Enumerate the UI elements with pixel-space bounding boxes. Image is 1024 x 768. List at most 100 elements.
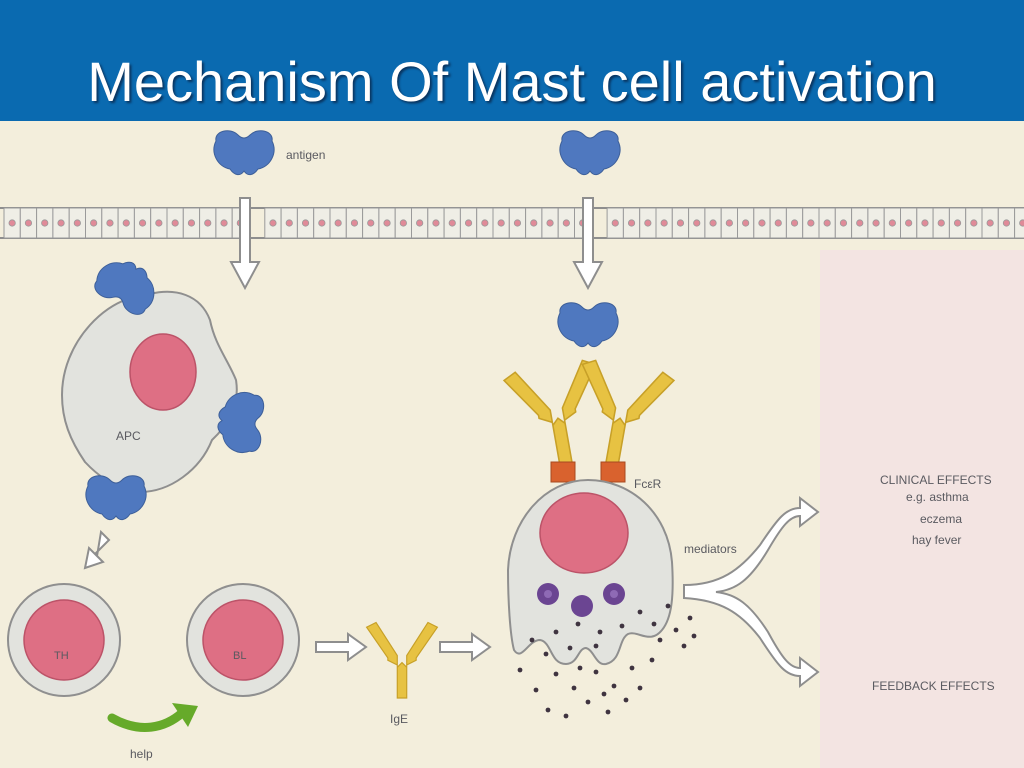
epithelial-nucleus bbox=[986, 219, 994, 227]
th-nucleus bbox=[23, 599, 105, 681]
granule bbox=[571, 595, 593, 617]
epithelial-nucleus bbox=[937, 219, 945, 227]
epithelial-nucleus bbox=[888, 219, 896, 227]
clinical-example: hay fever bbox=[912, 533, 961, 547]
mediator-particle bbox=[567, 645, 573, 651]
b-nucleus bbox=[202, 599, 284, 681]
epithelial-nucleus bbox=[367, 219, 375, 227]
epithelial-nucleus bbox=[122, 219, 130, 227]
epithelial-nucleus bbox=[318, 219, 326, 227]
mediator-particle bbox=[553, 629, 559, 635]
epithelial-nucleus bbox=[285, 219, 293, 227]
effects-panel bbox=[820, 250, 1024, 768]
mediator-particle bbox=[577, 665, 583, 671]
fc-receptor-left bbox=[550, 461, 576, 483]
title-bar bbox=[0, 0, 1024, 121]
mediator-particle bbox=[637, 609, 643, 615]
mediator-particle bbox=[543, 651, 549, 657]
th-label: TH bbox=[54, 650, 69, 662]
epithelial-nucleus bbox=[1002, 219, 1011, 227]
epithelial-nucleus bbox=[709, 219, 717, 227]
epithelial-nucleus bbox=[774, 219, 782, 227]
epithelial-nucleus bbox=[432, 219, 440, 227]
clinical-example: e.g. asthma bbox=[906, 490, 969, 504]
mediators-label: mediators bbox=[684, 542, 737, 556]
apc-nucleus bbox=[129, 333, 197, 411]
epithelial-nucleus bbox=[481, 219, 489, 227]
epithelial-nucleus bbox=[334, 219, 342, 227]
mediator-particle bbox=[593, 669, 599, 675]
mediator-particle bbox=[687, 615, 693, 621]
epithelial-nucleus bbox=[660, 219, 668, 227]
epithelial-nucleus bbox=[464, 219, 473, 227]
epithelial-nucleus bbox=[383, 219, 391, 227]
granule bbox=[544, 590, 552, 598]
mediator-particle bbox=[563, 713, 569, 719]
apc-label: APC bbox=[116, 429, 141, 443]
epithelial-nucleus bbox=[269, 219, 277, 227]
mediator-particle bbox=[637, 685, 643, 691]
epithelial-nucleus bbox=[758, 219, 766, 227]
epithelial-nucleus bbox=[627, 219, 636, 227]
mediator-particle bbox=[597, 629, 603, 635]
epithelial-nucleus bbox=[448, 219, 456, 227]
epithelial-nucleus bbox=[301, 219, 310, 227]
mediator-particle bbox=[665, 603, 671, 609]
antigen-entry-arrow-right bbox=[572, 197, 604, 291]
epithelial-nucleus bbox=[41, 219, 49, 227]
mediator-particle bbox=[611, 683, 617, 689]
antigen-label: antigen bbox=[286, 148, 325, 162]
b-to-ige-arrow bbox=[315, 632, 368, 662]
mediator-particle bbox=[605, 709, 611, 715]
mediators-fork-arrow bbox=[683, 495, 820, 689]
epithelial-nucleus bbox=[872, 219, 880, 227]
mediator-particle bbox=[575, 621, 581, 627]
epithelial-nucleus bbox=[350, 219, 359, 227]
mediator-particle bbox=[517, 667, 523, 673]
mediator-particles bbox=[517, 603, 697, 719]
epithelial-nucleus bbox=[546, 219, 554, 227]
apc-to-th-arrow bbox=[83, 529, 111, 570]
epithelial-nucleus bbox=[562, 219, 570, 227]
epithelial-nucleus bbox=[921, 219, 929, 227]
epithelial-nucleus bbox=[90, 219, 98, 227]
epithelial-nucleus bbox=[73, 219, 81, 227]
mediator-particle bbox=[649, 657, 655, 663]
granule bbox=[610, 590, 618, 598]
mediator-particle bbox=[593, 643, 599, 649]
epithelial-nucleus bbox=[204, 219, 212, 227]
mediator-particle bbox=[673, 627, 679, 633]
mediator-particle bbox=[571, 685, 577, 691]
epithelial-nucleus bbox=[644, 219, 652, 227]
epithelial-nucleus bbox=[57, 219, 65, 227]
epithelial-nucleus bbox=[742, 219, 750, 227]
epithelial-nucleus bbox=[220, 219, 228, 227]
mediator-particle bbox=[681, 643, 687, 649]
mediator-particle bbox=[601, 691, 607, 697]
epithelial-nucleus bbox=[807, 219, 815, 227]
epithelial-nucleus bbox=[611, 219, 619, 227]
epithelial-nucleus bbox=[106, 219, 114, 227]
epithelial-nucleus bbox=[416, 219, 424, 227]
epithelial-nucleus bbox=[187, 219, 196, 227]
mediator-particle bbox=[585, 699, 591, 705]
mast-cell-nucleus bbox=[539, 492, 629, 574]
antigen-entry-arrow-left bbox=[229, 197, 261, 291]
epithelial-nucleus bbox=[856, 219, 864, 227]
feedback-effects-label: FEEDBACK EFFECTS bbox=[872, 679, 995, 693]
help-arrow bbox=[107, 708, 187, 732]
mediator-particle bbox=[657, 637, 663, 643]
epithelial-nucleus bbox=[8, 219, 16, 227]
b-label: BL bbox=[233, 650, 246, 662]
epithelial-nucleus bbox=[1019, 219, 1024, 227]
epithelial-nucleus bbox=[970, 219, 978, 227]
slide-title: Mechanism Of Mast cell activation bbox=[87, 50, 937, 113]
epithelial-nucleus bbox=[790, 219, 799, 227]
epithelial-nucleus bbox=[399, 219, 407, 227]
mediator-particle bbox=[553, 671, 559, 677]
epithelial-nucleus bbox=[693, 219, 701, 227]
epithelial-nucleus bbox=[823, 219, 831, 227]
ige-label: IgE bbox=[390, 712, 408, 726]
mediator-particle bbox=[629, 665, 635, 671]
epithelial-nucleus bbox=[497, 219, 505, 227]
